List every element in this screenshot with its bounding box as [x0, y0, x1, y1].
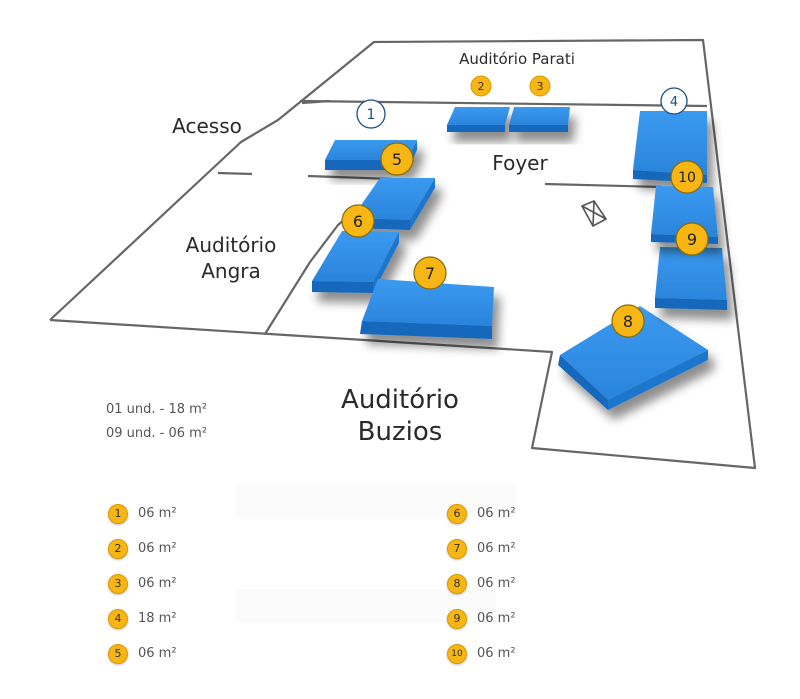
stand-3[interactable] [509, 107, 570, 132]
legend-item-8[interactable]: 8 06 m² [447, 566, 516, 601]
number-badge: 1 [108, 503, 128, 524]
stand-2[interactable] [447, 107, 510, 132]
number-badge: 10 [447, 643, 467, 664]
number-badge: 4 [108, 608, 128, 629]
stand-marker-6[interactable]: 6 [341, 204, 375, 238]
stand-marker-1[interactable]: 1 [356, 99, 386, 129]
legend-item-3[interactable]: 3 06 m² [108, 566, 177, 601]
room-label-auditorio-angra-2: Angra [201, 259, 261, 283]
elevator-icon [580, 200, 608, 228]
number-badge: 8 [447, 573, 467, 594]
total-18m: 01 und. - 18 m² [106, 402, 208, 417]
legend-item-7[interactable]: 7 06 m² [447, 531, 516, 566]
stand-8[interactable] [558, 306, 708, 410]
svg-text:9: 9 [687, 230, 697, 249]
stand-marker-4[interactable]: 4 [660, 87, 688, 115]
room-label-auditorio-buzios-2: Buzios [358, 417, 443, 447]
row-highlight [236, 484, 516, 518]
legend-item-4[interactable]: 4 18 m² [108, 601, 177, 636]
room-label-auditorio-angra: Auditório [186, 233, 277, 257]
number-badge: 3 [108, 573, 128, 594]
legend-item-10[interactable]: 10 06 m² [447, 636, 516, 671]
stand-marker-7[interactable]: 7 [413, 256, 447, 290]
legend-area: 06 m² [138, 646, 177, 661]
number-badge: 5 [108, 643, 128, 664]
legend-area: 06 m² [477, 541, 516, 556]
room-label-foyer: Foyer [492, 151, 548, 175]
stand-marker-2[interactable]: 2 [470, 75, 492, 97]
svg-text:4: 4 [670, 95, 678, 110]
legend-area: 18 m² [138, 611, 177, 626]
svg-text:6: 6 [353, 212, 363, 231]
stand-7[interactable] [360, 279, 494, 339]
room-label-acesso: Acesso [172, 114, 242, 138]
totals-summary: 01 und. - 18 m² 09 und. - 06 m² [106, 398, 207, 446]
legend-area: 06 m² [477, 611, 516, 626]
legend-area: 06 m² [477, 646, 516, 661]
legend-item-9[interactable]: 9 06 m² [447, 601, 516, 636]
svg-text:10: 10 [678, 170, 696, 186]
svg-text:1: 1 [367, 107, 376, 123]
stand-marker-10[interactable]: 10 [670, 160, 704, 194]
room-label-auditorio-buzios: Auditório [341, 385, 459, 415]
svg-text:2: 2 [478, 80, 485, 93]
legend-column-left: 1 06 m² 2 06 m² 3 06 m² 4 18 m² 5 06 m² [108, 484, 516, 671]
legend-item-6[interactable]: 6 06 m² [447, 496, 516, 531]
stand-marker-3[interactable]: 3 [529, 75, 551, 97]
number-badge: 2 [108, 538, 128, 559]
svg-text:3: 3 [537, 80, 544, 93]
number-badge: 7 [447, 538, 467, 559]
svg-text:7: 7 [425, 264, 435, 283]
legend-area: 06 m² [477, 506, 516, 521]
legend-area: 06 m² [138, 576, 177, 591]
legend-item-5[interactable]: 5 06 m² [108, 636, 177, 671]
total-06m: 09 und. - 06 m² [106, 426, 208, 441]
stand-9[interactable] [655, 247, 727, 310]
stand-6[interactable] [312, 231, 399, 293]
legend-area: 06 m² [138, 506, 177, 521]
legend-item-2[interactable]: 2 06 m² [108, 531, 177, 566]
room-label-auditorio-parati: Auditório Parati [459, 50, 575, 68]
stand-marker-9[interactable]: 9 [675, 222, 709, 256]
legend-area: 06 m² [138, 541, 177, 556]
number-badge: 6 [447, 503, 467, 524]
legend-column-right: 6 06 m² 7 06 m² 8 06 m² 9 06 m² 10 06 m² [447, 496, 516, 671]
legend-item-1[interactable]: 1 06 m² [108, 496, 177, 531]
floor-plan-map: Auditório Parati Acesso Foyer Auditório … [49, 38, 757, 470]
number-badge: 9 [447, 608, 467, 629]
svg-text:8: 8 [623, 312, 633, 331]
svg-text:5: 5 [392, 150, 402, 169]
stand-marker-5[interactable]: 5 [380, 142, 414, 176]
legend-area: 06 m² [477, 576, 516, 591]
stand-marker-8[interactable]: 8 [611, 304, 645, 338]
